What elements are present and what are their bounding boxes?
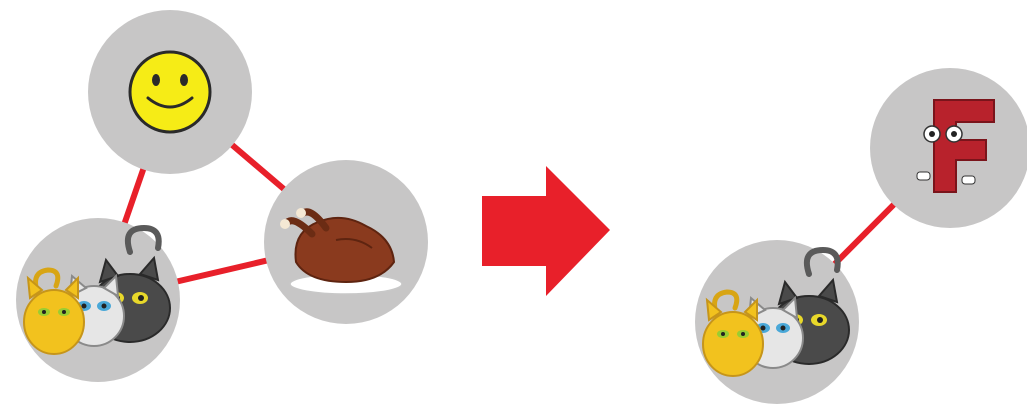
after-graph: [695, 68, 1027, 404]
node-smiley: [88, 10, 252, 174]
node-turkey: [264, 160, 428, 324]
node-letter-f: [870, 68, 1027, 228]
right-arrow-icon: [482, 166, 610, 296]
smiley-face-icon: [130, 52, 210, 132]
node-cats: [16, 218, 180, 382]
transition-arrow: [482, 166, 610, 296]
before-graph: [16, 10, 428, 382]
node-cats-after: [695, 240, 859, 404]
